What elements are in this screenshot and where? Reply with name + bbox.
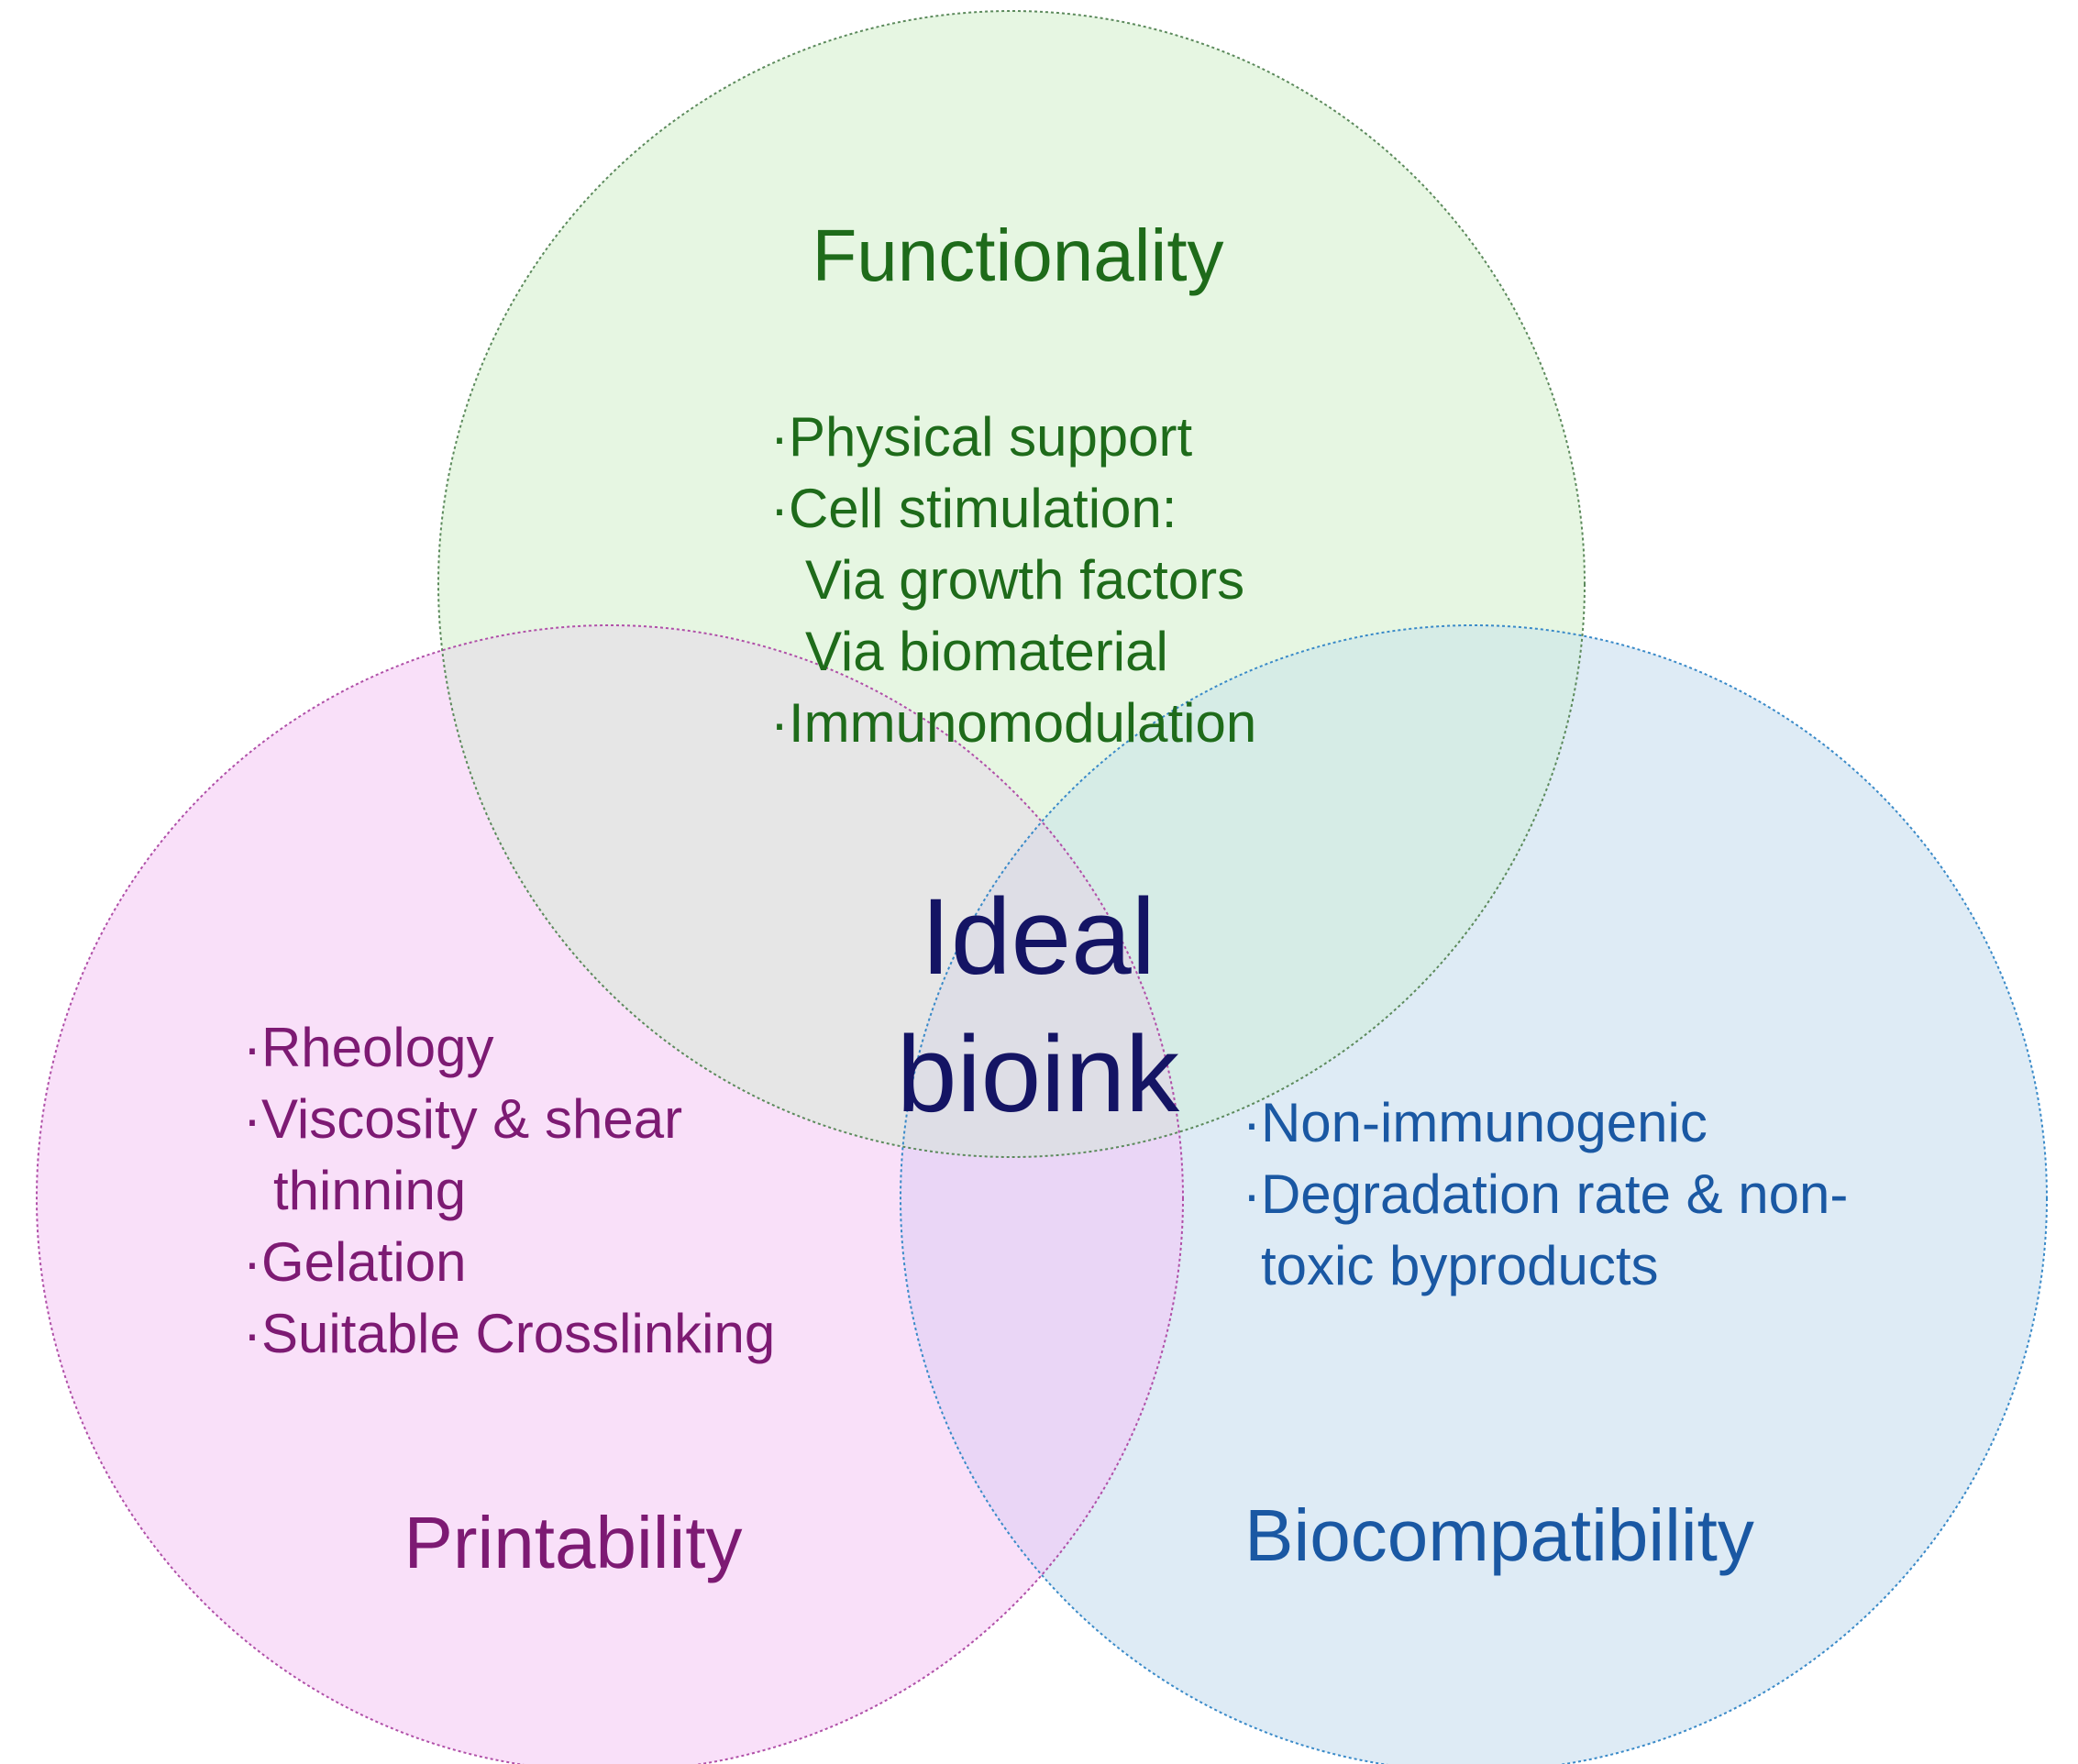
printability-title: Printability xyxy=(403,1502,742,1583)
printability-item-thinning: thinning xyxy=(273,1160,466,1221)
biocompatibility-item-degradation: ·Degradation rate & non- xyxy=(1243,1163,1848,1225)
center-label-line1: Ideal xyxy=(921,876,1155,998)
biocompatibility-item-non-immunogenic: ·Non-immunogenic xyxy=(1243,1092,1708,1153)
functionality-item-physical-support: ·Physical support xyxy=(770,406,1193,468)
functionality-item-biomaterial: Via biomaterial xyxy=(805,621,1168,682)
biocompatibility-circle-outline xyxy=(900,624,2048,1764)
biocompatibility-item-byproducts: toxic byproducts xyxy=(1261,1235,1659,1296)
functionality-item-growth-factors: Via growth factors xyxy=(805,549,1244,611)
printability-item-crosslinking: ·Suitable Crosslinking xyxy=(243,1303,775,1364)
biocompatibility-title: Biocompatibility xyxy=(1244,1494,1754,1576)
printability-item-gelation: ·Gelation xyxy=(243,1231,466,1293)
functionality-printability-overlap xyxy=(438,625,1183,1157)
functionality-biocompatibility-overlap xyxy=(901,625,1585,1157)
functionality-title: Functionality xyxy=(812,215,1223,296)
functionality-item-cell-stimulation: ·Cell stimulation: xyxy=(770,478,1177,539)
functionality-circle-outline xyxy=(437,10,1586,1158)
functionality-item-immunomodulation: ·Immunomodulation xyxy=(770,692,1256,754)
center-label-line2: bioink xyxy=(897,1014,1180,1135)
printability-item-viscosity: ·Viscosity & shear xyxy=(243,1088,682,1150)
printability-item-rheology: ·Rheology xyxy=(243,1017,494,1078)
printability-circle-outline xyxy=(36,624,1184,1764)
